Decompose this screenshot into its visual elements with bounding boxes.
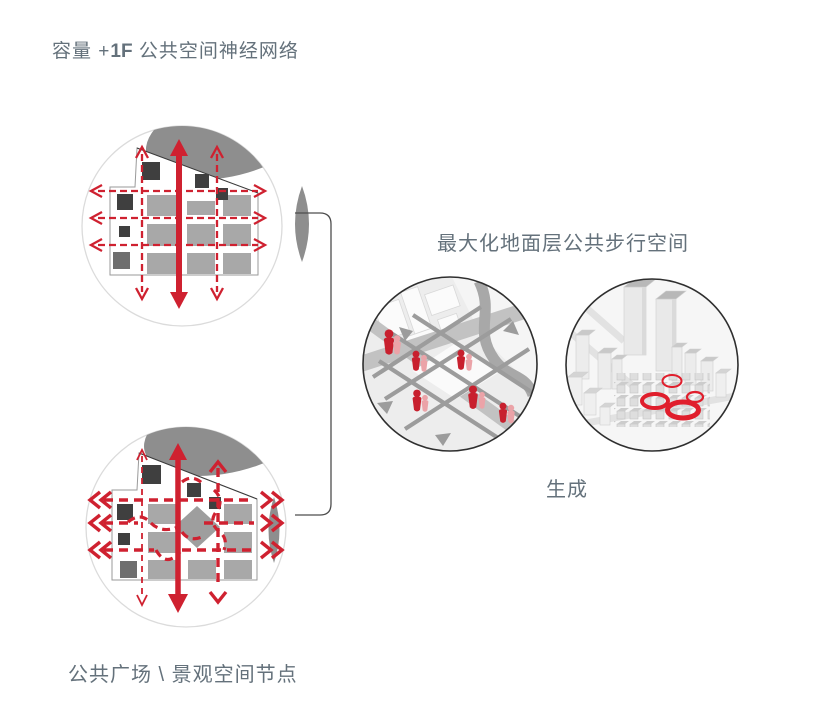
photo-circle-outline	[565, 278, 739, 452]
direction-arrow-icons	[377, 321, 519, 446]
flow-arrows-vertical	[136, 447, 228, 608]
massing-model-view	[565, 278, 739, 452]
section-title-pedestrian: 最大化地面层公共步行空间	[437, 233, 689, 255]
river-ribbon-icon	[473, 278, 537, 398]
path-lattice	[371, 305, 535, 447]
bottom-caption: 公共广场 \ 景观空间节点	[68, 664, 298, 686]
page-title: 容量 +1F 公共空间神经网络	[52, 36, 299, 63]
tower-blocks	[567, 279, 732, 426]
main-axis-arrow-icon	[170, 139, 188, 309]
main-axis-arrow-icon	[168, 443, 188, 613]
title-suffix: 公共空间神经网络	[132, 41, 299, 62]
title-prefix: 容量 +	[52, 41, 111, 62]
flow-arrows-vertical	[134, 144, 225, 302]
generate-label: 生成	[546, 479, 588, 501]
building-footprint	[109, 147, 259, 276]
plaza-nodes-diagram	[85, 426, 287, 628]
capacity-network-diagram	[81, 125, 309, 327]
node-ellipse-icons	[640, 374, 705, 421]
pedestrian-flow-map	[362, 276, 538, 452]
curly-bracket-connector	[295, 212, 332, 516]
leaf-blob-icon	[295, 186, 309, 262]
photo-circle-outline	[362, 276, 538, 452]
title-bold-1f: 1F	[110, 41, 133, 62]
